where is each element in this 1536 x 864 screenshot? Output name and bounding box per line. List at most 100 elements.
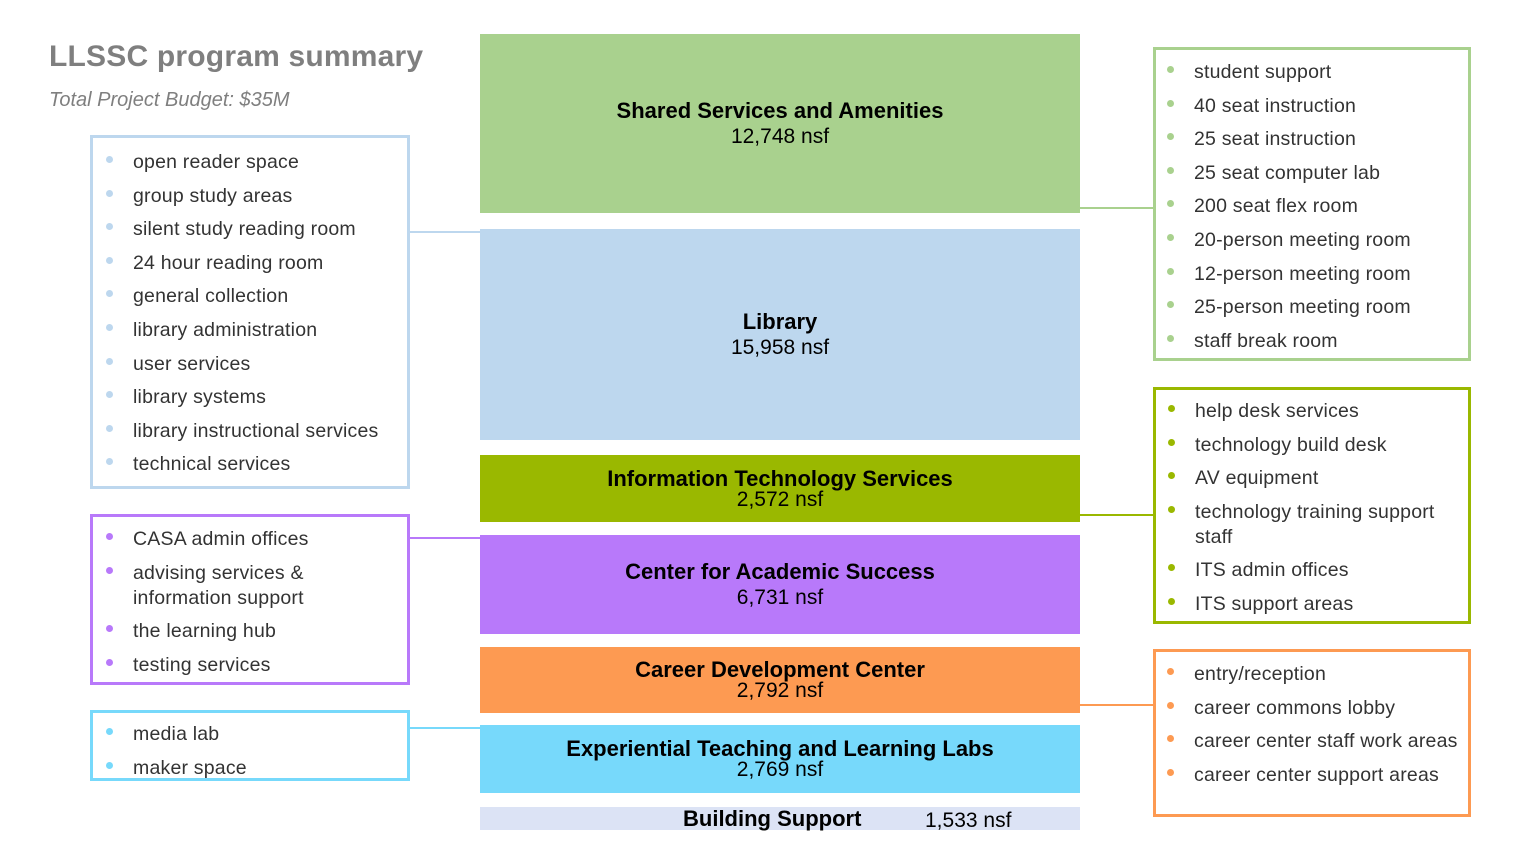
- building-support-value: 1,533 nsf: [925, 809, 1012, 832]
- bullet-icon: [1167, 200, 1174, 208]
- list-item-label: 20-person meeting room: [1194, 228, 1411, 251]
- block-career: Career Development Center 2,792 nsf: [480, 647, 1080, 713]
- list-item: user services: [97, 352, 399, 377]
- list-item: ITS admin offices: [1159, 558, 1460, 583]
- list-item-label: entry/reception: [1194, 663, 1326, 685]
- bullet-icon: [106, 424, 113, 432]
- bullet-icon: [106, 728, 113, 735]
- block-labs: Experiential Teaching and Learning Labs …: [480, 725, 1080, 793]
- list-item: maker space: [97, 756, 399, 781]
- list-item-label: 200 seat flex room: [1194, 195, 1359, 218]
- list-item-label: library systems: [133, 386, 267, 409]
- bullet-icon: [1167, 701, 1174, 709]
- list-item-label: maker space: [133, 756, 247, 779]
- list-box-career: entry/reception career commons lobby caree…: [1153, 649, 1471, 817]
- bullet-icon: [1167, 66, 1174, 73]
- bullet-icon: [106, 357, 113, 365]
- connector-casa: [409, 537, 480, 539]
- block-name: Information Technology Services: [607, 465, 953, 491]
- bullet-icon: [1167, 99, 1174, 107]
- bullet-icon: [1168, 505, 1175, 513]
- list-item: staff break room: [1158, 329, 1460, 354]
- list-item-label: group study areas: [133, 184, 293, 207]
- block-value: 15,958 nsf: [730, 336, 830, 359]
- block-value: 12,748 nsf: [730, 125, 830, 148]
- block-library: Library 15,958 nsf: [480, 229, 1080, 440]
- list-box-labs: media lab maker space: [90, 710, 410, 781]
- bullet-icon: [106, 533, 113, 540]
- bullet-icon: [106, 625, 113, 632]
- bullet-icon: [1167, 735, 1174, 742]
- block-value: 2,769 nsf: [736, 758, 824, 781]
- list-item-label: 25-person meeting room: [1194, 296, 1411, 319]
- connector-career: [1080, 704, 1153, 706]
- connector-its: [1080, 514, 1153, 516]
- list-item: technical services: [97, 452, 399, 477]
- connector-shared: [1080, 207, 1153, 209]
- list-item: career commons lobby: [1158, 696, 1460, 721]
- list-item: 40 seat instruction: [1158, 94, 1460, 119]
- block-value: 2,792 nsf: [736, 679, 824, 702]
- list-item-label: library administration: [133, 318, 318, 341]
- bullet-icon: [1167, 301, 1174, 309]
- list-item: 25-person meeting room: [1158, 295, 1460, 320]
- list-item: technology build desk: [1159, 433, 1460, 458]
- page-title: LLSSC program summary: [49, 40, 424, 73]
- list-item-label: career center support areas: [1194, 763, 1439, 786]
- labs-list: media lab maker space: [97, 722, 399, 781]
- list-item: the learning hub: [97, 619, 399, 644]
- bullet-icon: [1168, 597, 1175, 605]
- block-name: Center for Academic Success: [625, 559, 935, 584]
- list-item: 25 seat computer lab: [1158, 161, 1460, 186]
- bullet-icon: [1168, 564, 1175, 571]
- list-item: AV equipment: [1159, 466, 1460, 491]
- block-shared-services: Shared Services and Amenities 12,748 nsf: [480, 34, 1080, 213]
- bullet-icon: [1167, 133, 1174, 141]
- list-item-label: CASA admin offices: [133, 528, 309, 550]
- bullet-icon: [106, 223, 113, 231]
- list-item: 12-person meeting room: [1158, 262, 1460, 287]
- list-item: CASA admin offices: [97, 527, 399, 552]
- list-item: help desk services: [1159, 399, 1460, 424]
- list-item-label: 12-person meeting room: [1194, 262, 1411, 285]
- list-item-label: silent study reading room: [133, 218, 356, 241]
- bullet-icon: [1168, 472, 1175, 479]
- list-item-label: the learning hub: [133, 620, 277, 642]
- list-item: 25 seat instruction: [1158, 127, 1460, 152]
- list-item: library administration: [97, 318, 399, 343]
- bullet-icon: [1167, 768, 1174, 776]
- bullet-icon: [106, 256, 113, 264]
- list-item-label: career center staff work areas: [1194, 730, 1458, 752]
- budget-subtitle: Total Project Budget: $35M: [49, 89, 290, 111]
- bullet-icon: [106, 566, 113, 574]
- list-item: media lab: [97, 722, 399, 747]
- bullet-icon: [106, 323, 113, 331]
- list-item-label: ITS support areas: [1195, 592, 1354, 615]
- list-item: open reader space: [97, 150, 399, 175]
- block-its: Information Technology Services 2,572 ns…: [480, 455, 1080, 522]
- bullet-icon: [1167, 233, 1174, 241]
- list-item-label: testing services: [133, 653, 271, 676]
- list-item: 20-person meeting room: [1158, 228, 1460, 253]
- block-value: 6,731 nsf: [736, 586, 824, 609]
- bullet-icon: [106, 189, 113, 197]
- block-academic-success: Center for Academic Success 6,731 nsf: [480, 535, 1080, 634]
- list-item-label: technology training support staff: [1195, 500, 1435, 548]
- bullet-icon: [1167, 166, 1174, 174]
- bullet-icon: [1167, 267, 1174, 275]
- bullet-icon: [1168, 405, 1175, 412]
- list-item-label: staff break room: [1194, 329, 1338, 352]
- list-item: silent study reading room: [97, 217, 399, 242]
- list-item: career center support areas: [1158, 763, 1460, 788]
- list-item-label: open reader space: [133, 151, 300, 173]
- bullet-icon: [106, 761, 113, 769]
- list-item: group study areas: [97, 184, 399, 209]
- list-item-label: 40 seat instruction: [1194, 94, 1357, 117]
- block-value: 2,572 nsf: [736, 487, 824, 511]
- bullet-icon: [106, 156, 113, 163]
- connector-library: [409, 231, 480, 233]
